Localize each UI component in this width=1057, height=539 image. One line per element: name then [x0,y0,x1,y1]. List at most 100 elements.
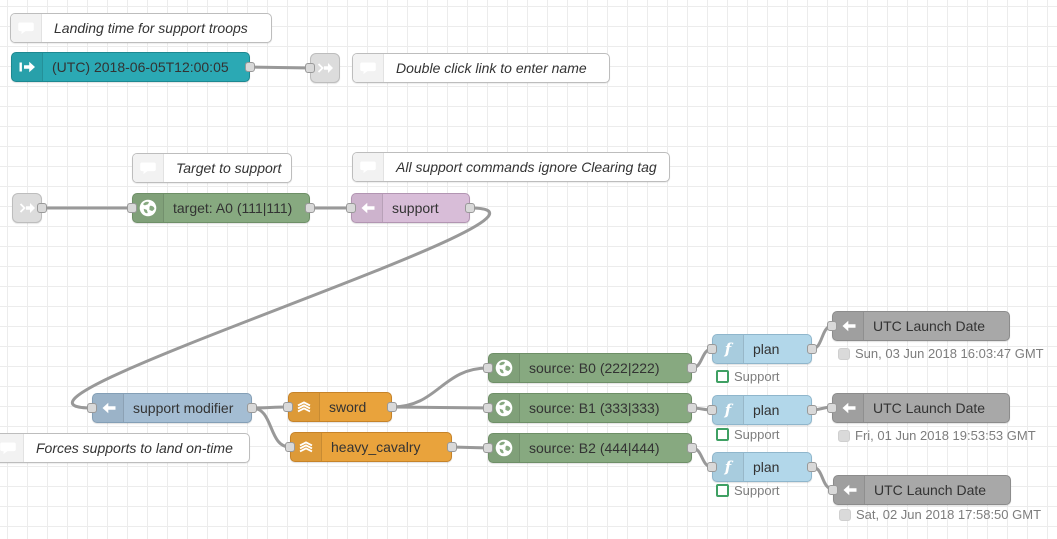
plan2-node[interactable]: f plan [707,395,817,425]
input-port[interactable] [483,443,493,453]
comment-bubble-icon [353,153,384,181]
output-port[interactable] [447,442,457,452]
input-port[interactable] [707,462,717,472]
status-ring-icon [716,428,729,441]
status-text: Support [734,427,780,442]
utc3-status: Sat, 02 Jun 2018 17:58:50 GMT [839,507,1041,522]
wire-heavycavalry-b2 [450,445,490,450]
comment-label: Double click link to enter name [396,60,587,76]
support-modifier-label: support modifier [133,400,234,416]
utc3-node[interactable]: UTC Launch Date [828,475,1011,505]
link-out-node[interactable] [305,53,340,83]
input-port[interactable] [483,403,493,413]
comment-label: Landing time for support troops [54,20,248,36]
utc1-label: UTC Launch Date [873,318,986,334]
status-text: Support [734,483,780,498]
comment-bubble-icon [0,434,24,462]
output-port[interactable] [687,403,697,413]
chevrons-rank-icon [289,393,320,421]
arrow-left-icon [833,312,864,340]
comment-node-doubleclick[interactable]: Double click link to enter name [352,53,610,83]
input-port[interactable] [87,403,97,413]
globe-icon [489,394,520,422]
inject-node[interactable]: (UTC) 2018-06-05T12:00:05 [11,52,255,82]
utc2-status: Fri, 01 Jun 2018 19:53:53 GMT [838,428,1036,443]
wire-sword-b0 [390,366,490,409]
output-port[interactable] [807,462,817,472]
output-port[interactable] [807,405,817,415]
input-port[interactable] [707,344,717,354]
support-label: support [392,200,439,216]
status-text: Sun, 03 Jun 2018 16:03:47 GMT [855,346,1044,361]
input-port[interactable] [346,203,356,213]
utc1-node[interactable]: UTC Launch Date [827,311,1010,341]
comment-node-target[interactable]: Target to support [132,153,292,183]
output-port[interactable] [807,344,817,354]
comment-node-landing[interactable]: Landing time for support troops [10,13,272,43]
inject-label: (UTC) 2018-06-05T12:00:05 [52,59,229,75]
plan1-status: Support [716,369,780,384]
input-port[interactable] [828,485,838,495]
comment-node-forces[interactable]: Forces supports to land on-time [0,433,250,463]
status-text: Fri, 01 Jun 2018 19:53:53 GMT [855,428,1036,443]
heavy-cavalry-label: heavy_cavalry [331,439,421,455]
source-b1-node[interactable]: source: B1 (333|333) [483,393,697,423]
output-port[interactable] [687,443,697,453]
output-port[interactable] [247,403,257,413]
support-node[interactable]: support [346,193,475,223]
plan2-label: plan [753,402,780,418]
source-b2-label: source: B2 (444|444) [529,440,660,456]
output-port[interactable] [687,363,697,373]
input-port[interactable] [827,321,837,331]
comment-label: Forces supports to land on-time [36,440,233,456]
arrow-left-icon [352,194,383,222]
wire-sword-b1 [390,405,490,410]
input-port[interactable] [285,442,295,452]
target-node[interactable]: target: A0 (111|111) [127,193,315,223]
utc3-label: UTC Launch Date [874,482,987,498]
plan3-label: plan [753,459,780,475]
output-port[interactable] [245,62,255,72]
comment-bubble-icon [11,14,42,42]
comment-node-allsupport[interactable]: All support commands ignore Clearing tag [352,152,670,182]
plan3-node[interactable]: f plan [707,452,817,482]
input-port[interactable] [283,402,293,412]
sword-node[interactable]: sword [283,392,397,422]
source-b0-node[interactable]: source: B0 (222|222) [483,353,697,383]
comment-label: All support commands ignore Clearing tag [396,159,657,175]
support-modifier-node[interactable]: support modifier [87,393,257,423]
source-b1-label: source: B1 (333|333) [529,400,660,416]
wire-support-modifier [70,206,492,410]
utc1-status: Sun, 03 Jun 2018 16:03:47 GMT [838,346,1044,361]
status-dot-icon [838,429,850,442]
input-port[interactable] [827,403,837,413]
input-port[interactable] [127,203,137,213]
plan1-node[interactable]: f plan [707,334,817,364]
link-in-node[interactable] [12,193,47,223]
source-b2-node[interactable]: source: B2 (444|444) [483,433,697,463]
target-label: target: A0 (111|111) [173,200,293,216]
status-dot-icon [838,347,850,360]
chevrons-rank-icon [291,433,322,461]
link-icon [19,203,35,213]
input-port[interactable] [305,63,315,73]
plan2-status: Support [716,427,780,442]
heavy-cavalry-node[interactable]: heavy_cavalry [285,432,457,462]
svg-text:f: f [724,340,734,358]
utc2-node[interactable]: UTC Launch Date [827,393,1010,423]
link-icon [317,63,333,73]
output-port[interactable] [37,203,47,213]
wire-inject-linkout [248,65,312,70]
svg-text:f: f [724,401,734,419]
input-port[interactable] [707,405,717,415]
output-port[interactable] [387,402,397,412]
function-icon: f [713,453,744,481]
utc2-label: UTC Launch Date [873,400,986,416]
output-port[interactable] [305,203,315,213]
svg-text:f: f [724,458,734,476]
input-port[interactable] [483,363,493,373]
arrow-left-icon [833,394,864,422]
output-port[interactable] [465,203,475,213]
globe-icon [489,354,520,382]
